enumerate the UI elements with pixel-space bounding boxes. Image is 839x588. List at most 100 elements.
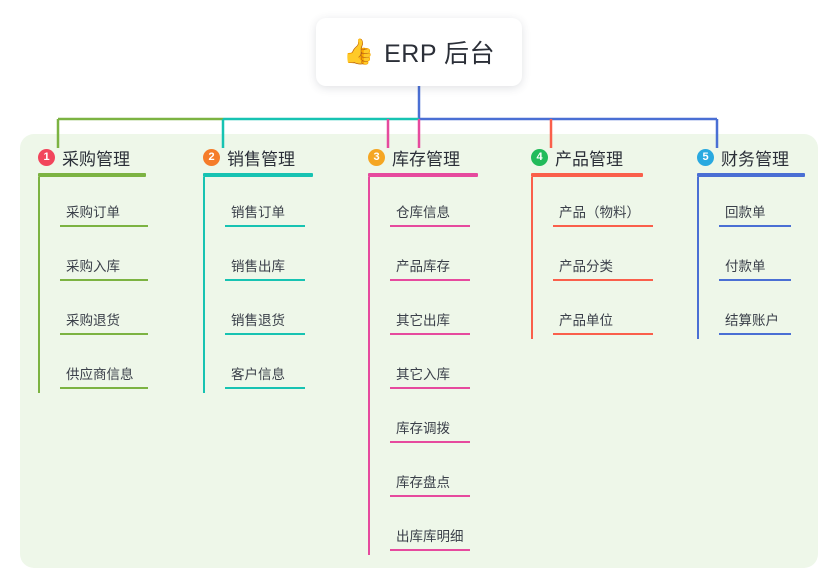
branch-item[interactable]: 产品单位 [531, 285, 653, 339]
branch-number-badge: 3 [368, 148, 385, 166]
branch-item-label: 产品分类 [559, 259, 613, 274]
branch-item-label: 回款单 [725, 205, 766, 220]
branch-item-rule [553, 225, 653, 227]
branch-title: 财务管理 [721, 149, 789, 169]
branch-item[interactable]: 产品库存 [368, 231, 478, 285]
branch-item-label: 结算账户 [725, 313, 779, 328]
branch-column-2: 2 销售管理销售订单销售出库销售退货客户信息 [203, 146, 313, 393]
branch-item-rule [390, 333, 470, 335]
branch-header-rule [697, 173, 805, 177]
root-node[interactable]: 👍 ERP 后台 [316, 18, 522, 86]
branch-item-label: 供应商信息 [66, 367, 134, 382]
branch-item[interactable]: 其它出库 [368, 285, 478, 339]
branch-item[interactable]: 供应商信息 [38, 339, 148, 393]
branch-item[interactable]: 客户信息 [203, 339, 313, 393]
branch-item-rule [390, 441, 470, 443]
branch-item-label: 其它出库 [396, 313, 450, 328]
branch-item[interactable]: 库存盘点 [368, 447, 478, 501]
branch-item-label: 库存盘点 [396, 475, 450, 490]
branch-number-badge: 2 [203, 148, 220, 166]
branch-item[interactable]: 其它入库 [368, 339, 478, 393]
branch-item-label: 库存调拨 [396, 421, 450, 436]
branch-number-badge: 4 [531, 148, 548, 166]
branch-item-rule [225, 279, 305, 281]
branch-header-2[interactable]: 2 销售管理 [203, 146, 313, 169]
branch-spine [697, 177, 699, 339]
branch-item[interactable]: 采购入库 [38, 231, 148, 285]
branch-item-label: 销售退货 [231, 313, 285, 328]
branch-item-rule [60, 333, 148, 335]
branch-item[interactable]: 付款单 [697, 231, 805, 285]
branch-item[interactable]: 产品（物料） [531, 177, 653, 231]
branch-header-rule [531, 173, 643, 177]
branch-item-label: 采购退货 [66, 313, 120, 328]
branch-item-rule [60, 225, 148, 227]
branch-item-rule [390, 225, 470, 227]
branch-item-list: 销售订单销售出库销售退货客户信息 [203, 177, 313, 393]
branch-item-label: 付款单 [725, 259, 766, 274]
branch-item[interactable]: 结算账户 [697, 285, 805, 339]
branch-item-label: 仓库信息 [396, 205, 450, 220]
branch-item-label: 采购入库 [66, 259, 120, 274]
branch-spine [368, 177, 370, 555]
branch-column-5: 5 财务管理回款单付款单结算账户 [697, 146, 805, 339]
branch-item-rule [225, 225, 305, 227]
branch-item-rule [390, 387, 470, 389]
branch-header-rule [203, 173, 313, 177]
branch-title: 销售管理 [227, 149, 295, 169]
branch-item-rule [390, 495, 470, 497]
branch-spine [203, 177, 205, 393]
branch-number-badge: 1 [38, 148, 55, 166]
branch-column-3: 3 库存管理仓库信息产品库存其它出库其它入库库存调拨库存盘点出库库明细 [368, 146, 478, 555]
branch-item-rule [390, 549, 470, 551]
branch-title: 库存管理 [392, 149, 460, 169]
branch-item-rule [719, 333, 791, 335]
branch-spine [38, 177, 40, 393]
branch-item[interactable]: 销售退货 [203, 285, 313, 339]
branch-item[interactable]: 销售订单 [203, 177, 313, 231]
branch-item[interactable]: 产品分类 [531, 231, 653, 285]
branch-item-label: 产品单位 [559, 313, 613, 328]
branch-header-5[interactable]: 5 财务管理 [697, 146, 805, 169]
branch-item-rule [390, 279, 470, 281]
branch-item-rule [553, 333, 653, 335]
branch-title: 产品管理 [555, 149, 623, 169]
branch-header-rule [38, 173, 146, 177]
branch-item[interactable]: 仓库信息 [368, 177, 478, 231]
branch-item-list: 产品（物料） 产品分类产品单位 [531, 177, 653, 339]
branch-item-list: 采购订单采购入库采购退货供应商信息 [38, 177, 148, 393]
branch-spine [531, 177, 533, 339]
branch-item-label: 出库库明细 [396, 529, 464, 544]
branch-item-rule [60, 387, 148, 389]
branch-item-rule [225, 387, 305, 389]
branch-item-label: 其它入库 [396, 367, 450, 382]
branch-title: 采购管理 [62, 149, 130, 169]
branch-item-rule [719, 225, 791, 227]
branch-item[interactable]: 库存调拨 [368, 393, 478, 447]
branch-column-1: 1 采购管理采购订单采购入库采购退货供应商信息 [38, 146, 148, 393]
branch-item[interactable]: 销售出库 [203, 231, 313, 285]
branch-item-rule [553, 279, 653, 281]
branch-header-3[interactable]: 3 库存管理 [368, 146, 478, 169]
branch-item-label: 产品库存 [396, 259, 450, 274]
branch-item-label: 产品（物料） [559, 205, 640, 220]
branch-header-4[interactable]: 4 产品管理 [531, 146, 643, 169]
branch-item-rule [225, 333, 305, 335]
branch-item[interactable]: 采购退货 [38, 285, 148, 339]
branch-item[interactable]: 出库库明细 [368, 501, 478, 555]
root-title: ERP 后台 [384, 40, 496, 68]
branch-item[interactable]: 回款单 [697, 177, 805, 231]
branch-item-label: 采购订单 [66, 205, 120, 220]
branch-number-badge: 5 [697, 148, 714, 166]
branch-item-label: 销售出库 [231, 259, 285, 274]
branch-item-rule [60, 279, 148, 281]
thumbs-up-icon: 👍 [342, 37, 375, 66]
branch-item-label: 客户信息 [231, 367, 285, 382]
branch-item-list: 回款单付款单结算账户 [697, 177, 805, 339]
branch-item-list: 仓库信息产品库存其它出库其它入库库存调拨库存盘点出库库明细 [368, 177, 478, 555]
branch-item[interactable]: 采购订单 [38, 177, 148, 231]
branch-header-rule [368, 173, 478, 177]
branch-item-label: 销售订单 [231, 205, 285, 220]
branch-header-1[interactable]: 1 采购管理 [38, 146, 146, 169]
